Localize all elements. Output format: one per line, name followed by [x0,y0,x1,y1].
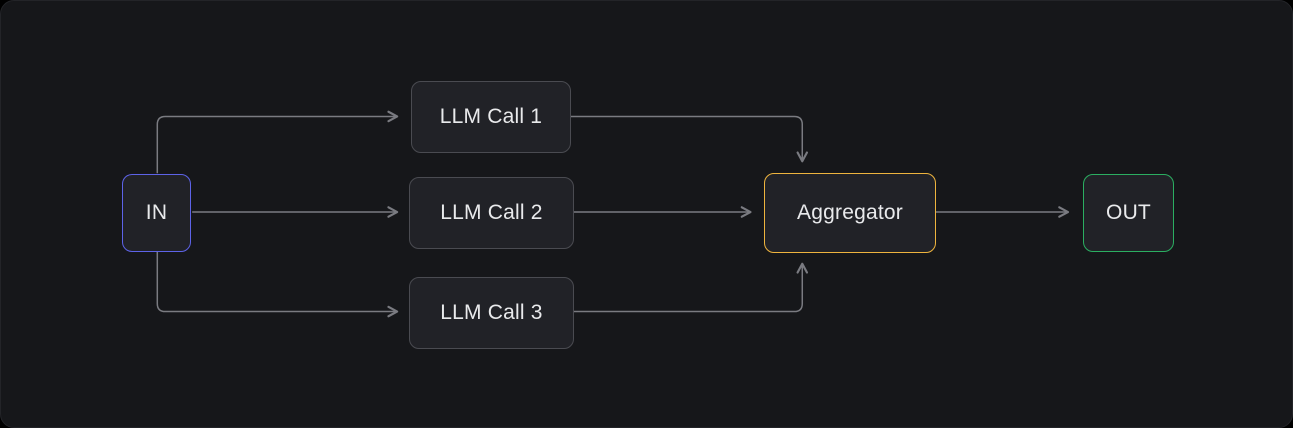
node-llm-call-1: LLM Call 1 [411,81,571,153]
edge-llm3-aggregator [573,262,809,313]
node-label: LLM Call 3 [440,301,543,324]
node-label: LLM Call 2 [440,201,543,224]
node-label: OUT [1106,201,1151,224]
node-aggregator: Aggregator [764,173,936,253]
edge-in-llm3 [156,250,399,318]
node-label: Aggregator [797,201,903,224]
node-llm-call-3: LLM Call 3 [409,277,574,349]
node-llm-call-2: LLM Call 2 [409,177,574,249]
edge-llm1-aggregator [570,115,809,163]
node-in: IN [122,174,191,252]
node-label: LLM Call 1 [439,105,543,128]
node-out: OUT [1083,174,1174,252]
edge-in-llm1 [156,110,399,174]
node-label: IN [145,201,168,224]
